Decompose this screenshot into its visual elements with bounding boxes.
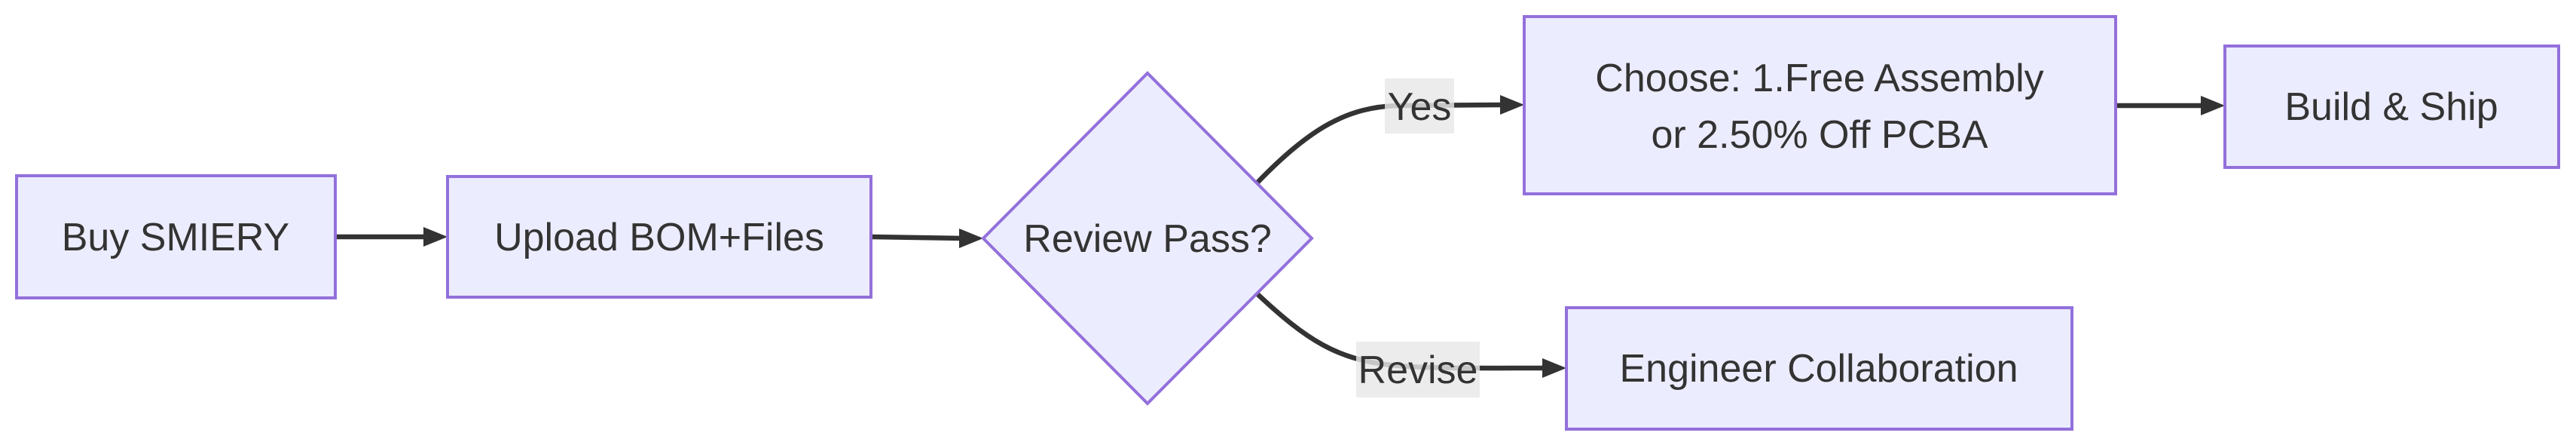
node-build-ship-label: Build & Ship bbox=[2284, 85, 2498, 129]
node-choose-offer-label-line1: Choose: 1.Free Assembly bbox=[1595, 57, 2043, 100]
node-upload-bom-files: Upload BOM+Files bbox=[446, 175, 872, 299]
edge-label-revise: Revise bbox=[1358, 348, 1478, 392]
node-buy-smiery-box bbox=[15, 174, 337, 299]
decision-review-pass-diamond bbox=[981, 71, 1314, 406]
edge-label-yes: Yes bbox=[1388, 85, 1452, 129]
edge-label-group: Yes Revise bbox=[1356, 78, 1480, 397]
node-engineer-collaboration-label: Engineer Collaboration bbox=[1619, 347, 2018, 391]
node-upload-bom-files-label: Upload BOM+Files bbox=[494, 216, 824, 259]
node-engineer-collaboration: Engineer Collaboration bbox=[1565, 306, 2073, 431]
node-engineer-collaboration-box bbox=[1565, 306, 2073, 431]
arrowhead-icon bbox=[959, 229, 983, 248]
node-choose-offer-label-line2: or 2.50% Off PCBA bbox=[1651, 113, 1988, 157]
arrowhead-icon bbox=[1542, 358, 1566, 378]
node-choose-offer-box bbox=[1523, 15, 2117, 195]
decision-review-pass: Review Pass? bbox=[981, 71, 1314, 406]
node-upload-bom-files-box bbox=[446, 175, 872, 299]
arrowhead-icon bbox=[423, 227, 448, 247]
arrowhead-icon bbox=[2201, 96, 2225, 115]
edge-label-yes-bg bbox=[1385, 78, 1454, 133]
node-choose-offer: Choose: 1.Free Assembly or 2.50% Off PCB… bbox=[1523, 15, 2117, 195]
node-group: Buy SMIERY Upload BOM+Files Review Pass?… bbox=[15, 15, 2560, 431]
edge-label-revise-bg bbox=[1356, 342, 1480, 397]
node-buy-smiery-label: Buy SMIERY bbox=[62, 216, 289, 259]
node-buy-smiery: Buy SMIERY bbox=[15, 174, 337, 299]
arrowhead-icon bbox=[1500, 95, 1524, 115]
decision-review-pass-label: Review Pass? bbox=[1023, 217, 1271, 261]
edge-review-to-choose bbox=[1254, 102, 1504, 186]
node-build-ship: Build & Ship bbox=[2223, 44, 2560, 169]
node-build-ship-box bbox=[2223, 44, 2560, 169]
edge-upload-to-review bbox=[870, 234, 963, 241]
